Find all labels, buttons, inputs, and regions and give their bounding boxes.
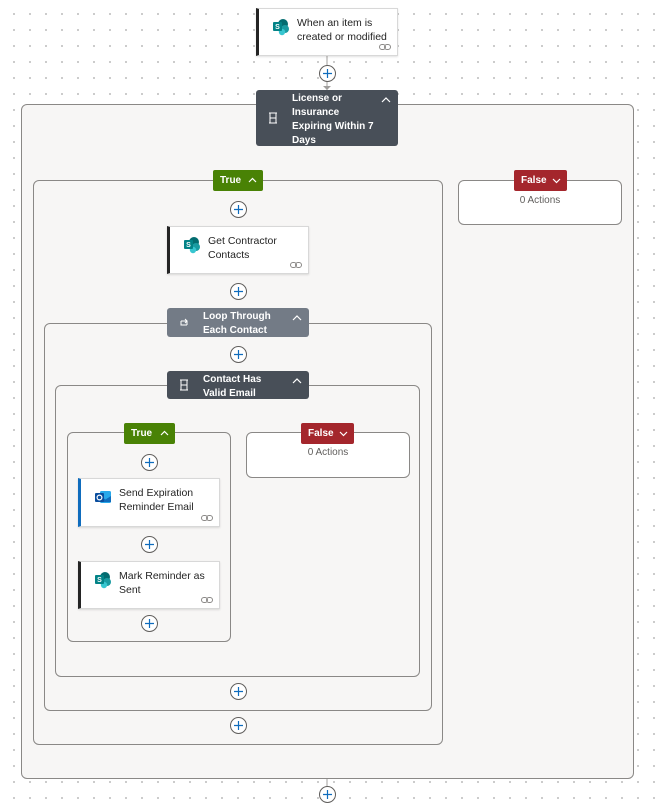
send-email-title: Send Expiration Reminder Email: [119, 487, 194, 513]
email-condition-title: Contact Has Valid Email: [203, 374, 262, 399]
svg-text:S: S: [186, 242, 191, 249]
insert-step-button[interactable]: [140, 453, 158, 471]
plus-icon: [233, 686, 243, 696]
plus-icon: [144, 457, 154, 467]
condition-icon: [180, 379, 188, 391]
false-branch-label[interactable]: False: [514, 170, 567, 191]
insert-step-button[interactable]: [229, 716, 247, 734]
insert-step-button[interactable]: [318, 64, 336, 82]
loop-title: Loop Through Each Contact: [203, 311, 271, 336]
chevron-up-icon[interactable]: [292, 314, 302, 322]
empty-actions-text: 0 Actions: [519, 195, 561, 206]
insert-step-button[interactable]: [229, 200, 247, 218]
get-contacts-title: Get Contractor Contacts: [208, 235, 277, 261]
mark-sent-card[interactable]: S Mark Reminder as Sent: [78, 561, 220, 609]
sharepoint-icon: S: [273, 19, 289, 36]
condition-icon: [269, 112, 277, 124]
plus-icon: [322, 789, 332, 799]
plus-icon: [233, 720, 243, 730]
send-email-card[interactable]: Send Expiration Reminder Email: [78, 478, 220, 527]
chevron-up-icon: [248, 177, 257, 183]
chevron-down-icon: [552, 178, 561, 184]
insert-step-button[interactable]: [229, 682, 247, 700]
inner-false-label[interactable]: False: [301, 423, 354, 444]
plus-icon: [144, 539, 154, 549]
svg-text:S: S: [275, 24, 280, 31]
mark-sent-title: Mark Reminder as Sent: [119, 570, 205, 596]
svg-text:S: S: [97, 577, 102, 584]
empty-actions-text: 0 Actions: [307, 447, 349, 458]
sharepoint-icon: S: [95, 572, 111, 589]
link-icon: [201, 597, 213, 603]
email-condition-card[interactable]: Contact Has Valid Email: [167, 371, 309, 399]
insert-step-button[interactable]: [140, 614, 158, 632]
insert-step-button[interactable]: [229, 282, 247, 300]
trigger-title: When an item is created or modified: [297, 17, 387, 43]
plus-icon: [233, 349, 243, 359]
get-contacts-card[interactable]: S Get Contractor Contacts: [167, 226, 309, 274]
insert-step-button[interactable]: [140, 535, 158, 553]
loop-card[interactable]: Loop Through Each Contact: [167, 308, 309, 337]
sharepoint-icon: S: [184, 237, 200, 254]
insert-step-button[interactable]: [229, 345, 247, 363]
plus-icon: [233, 204, 243, 214]
link-icon: [379, 44, 391, 50]
insert-step-button[interactable]: [318, 785, 336, 803]
link-icon: [201, 515, 213, 521]
chevron-up-icon: [160, 430, 169, 436]
plus-icon: [144, 618, 154, 628]
trigger-card[interactable]: S When an item is created or modified: [256, 8, 398, 56]
condition-title: License or Insurance Expiring Within 7 D…: [292, 93, 374, 146]
condition-card[interactable]: License or Insurance Expiring Within 7 D…: [256, 90, 398, 146]
chevron-up-icon[interactable]: [292, 377, 302, 385]
true-branch-label[interactable]: True: [213, 170, 263, 191]
outlook-icon: [95, 491, 111, 503]
chevron-down-icon: [339, 431, 348, 437]
link-icon: [290, 262, 302, 268]
inner-true-label[interactable]: True: [124, 423, 175, 444]
chevron-up-icon[interactable]: [381, 96, 391, 104]
loop-icon: [180, 318, 188, 325]
plus-icon: [322, 68, 332, 78]
plus-icon: [233, 286, 243, 296]
